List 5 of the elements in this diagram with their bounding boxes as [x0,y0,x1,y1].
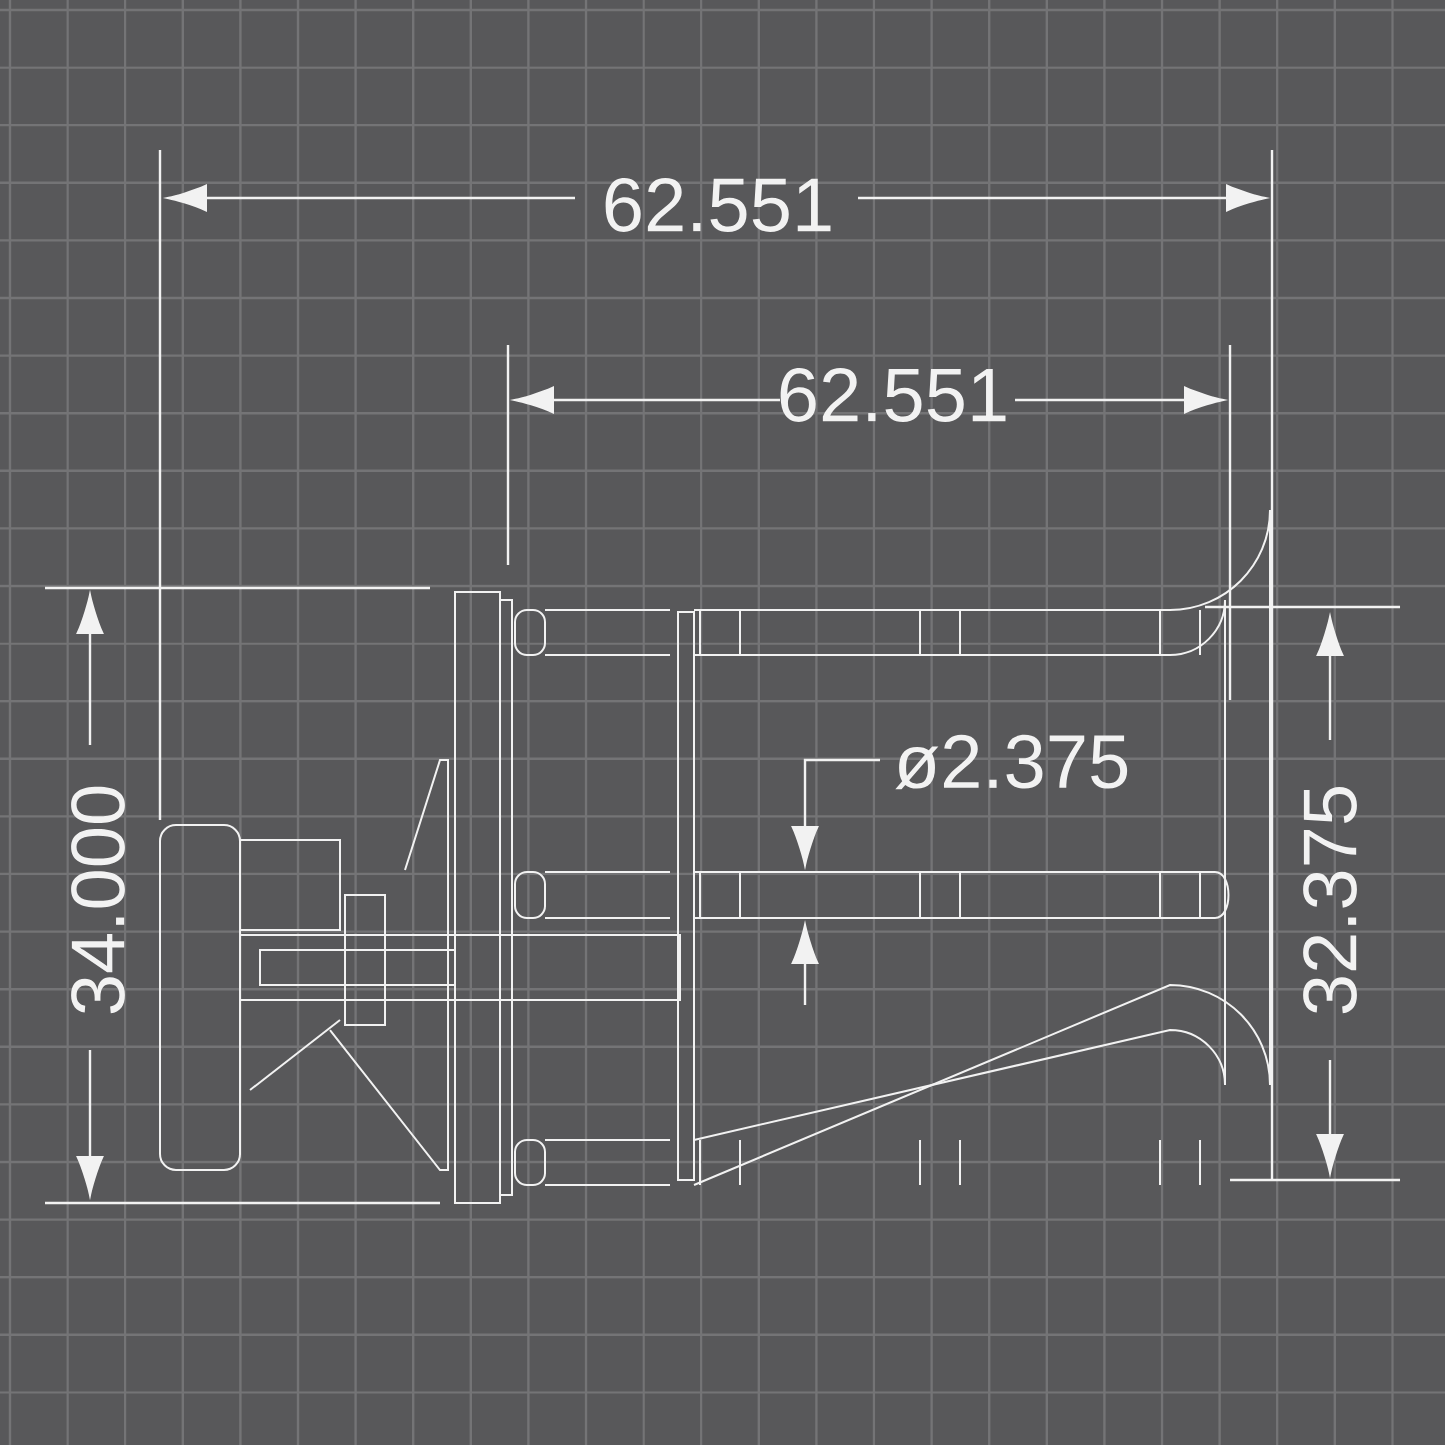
dimension-label: 32.375 [1303,787,1357,1014]
dimension-label: 62.551 [780,368,1006,422]
dimension-label: 62.551 [605,178,831,232]
dimension-label: 34.000 [71,786,125,1014]
dimension-label: ø2.375 [895,734,1128,790]
